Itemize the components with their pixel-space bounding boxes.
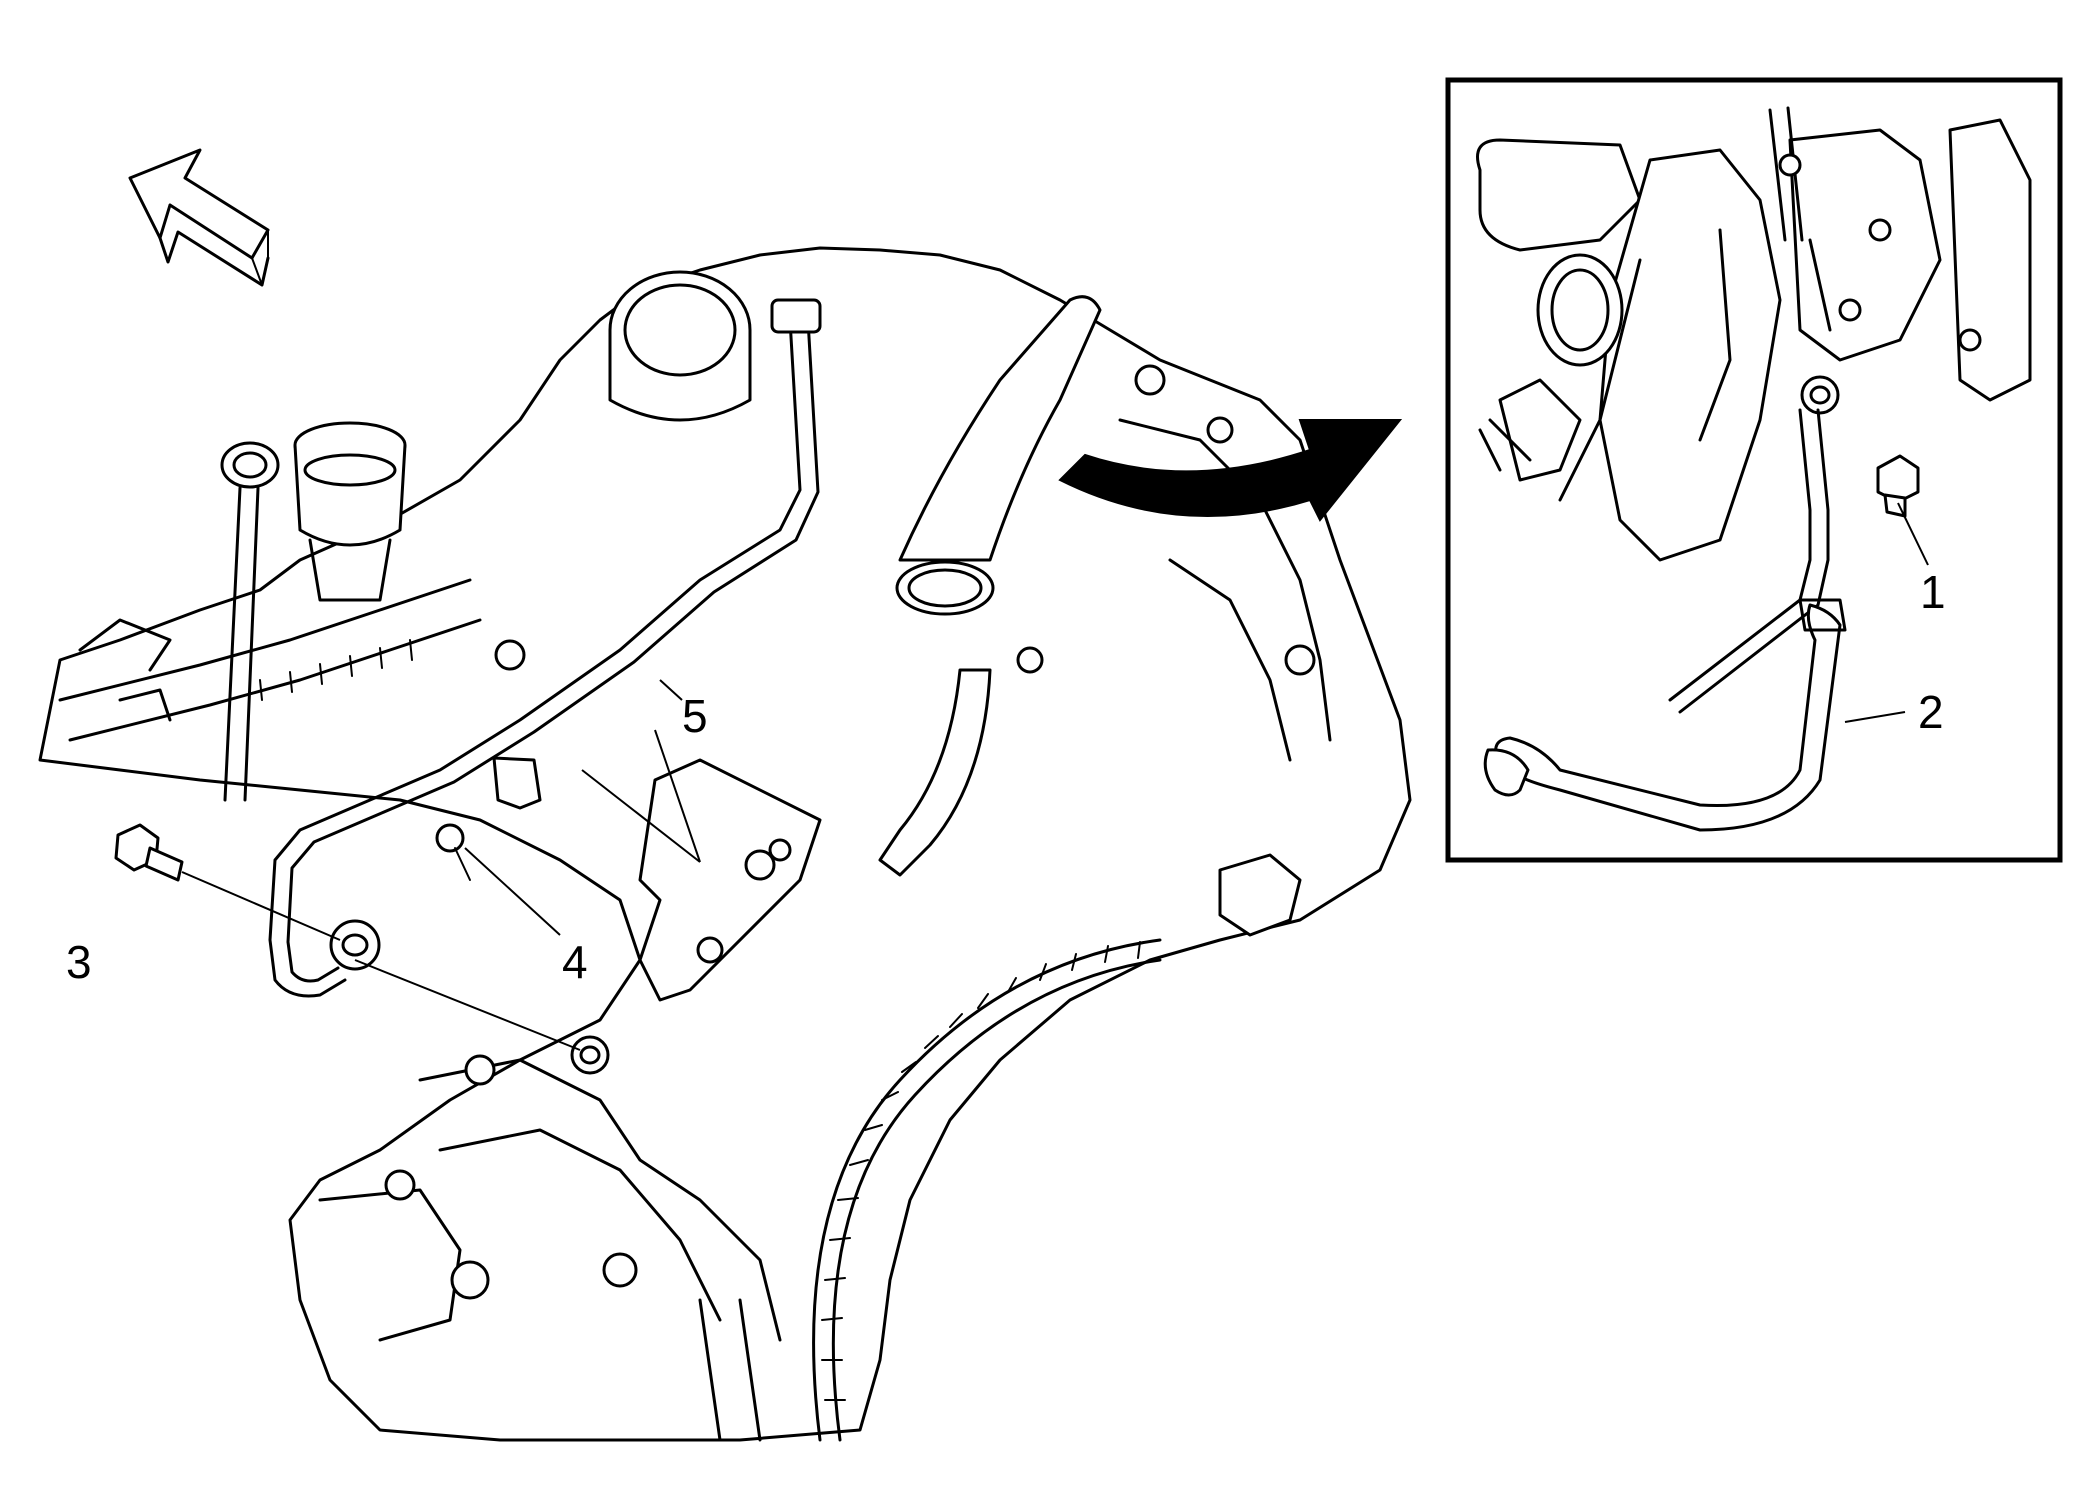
bracket-bolt <box>435 756 542 881</box>
callout-1: 1 <box>1920 566 1946 618</box>
front-direction-arrow <box>128 148 270 287</box>
turbo-oil-feed-pipe <box>268 298 822 998</box>
callout-3: 3 <box>66 936 92 988</box>
fitting-bolt <box>114 823 184 882</box>
engine-assembly <box>38 246 1412 1442</box>
callout-labels: 1 2 3 4 5 <box>66 566 1946 988</box>
callout-2: 2 <box>1918 686 1944 738</box>
callout-4: 4 <box>562 936 588 988</box>
leader-lines <box>181 502 1929 1051</box>
callout-5: 5 <box>682 690 708 742</box>
detail-inset <box>1445 77 2063 863</box>
detail-view-arrow <box>1058 419 1403 522</box>
block-oil-port <box>570 1035 610 1075</box>
